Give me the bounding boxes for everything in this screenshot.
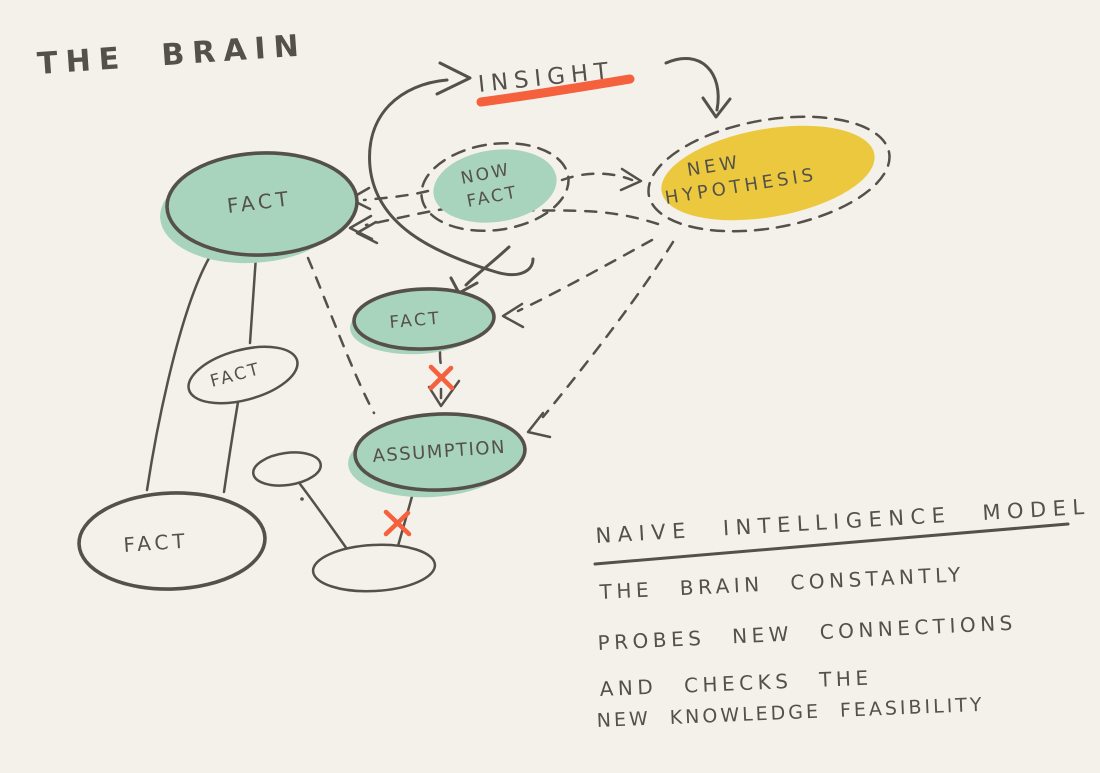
edge-fact-to-factbottom: [145, 251, 214, 492]
rejected-x-icon: [428, 364, 455, 391]
insight-underline: [476, 74, 635, 107]
edge-fact-to-assumption: [306, 256, 376, 415]
edge-factsmall-to-factbottom: [222, 400, 240, 494]
caption-line-2: PROBES NEW CONNECTIONS: [597, 611, 1017, 655]
node-new-hypothesis: NEW HYPOTHESIS: [647, 115, 891, 233]
node-fact-mid: FACT: [350, 287, 496, 355]
edge-loop-to-factmid: [464, 245, 511, 287]
edge-nowfact-to-fact: [362, 189, 430, 202]
edge-hypothesis-to-assumption: [541, 240, 675, 419]
edge-insight-loop: [368, 78, 535, 277]
edge-nowfact-to-hypothesis: [560, 172, 634, 182]
now-fact-dashed-outline: [420, 141, 570, 233]
new-hypothesis-fill: [661, 125, 875, 221]
arrowhead-factmid-right-icon: [501, 302, 525, 329]
node-fact-bottom: FACT: [77, 491, 267, 591]
node-assumption: ASSUMPTION: [348, 412, 527, 498]
fact-bottom-ellipse: [77, 491, 267, 591]
edge-factmid-to-assumption: [438, 350, 443, 400]
fact-bottom-label: FACT: [123, 528, 190, 556]
node-fact-small: FACT: [187, 345, 299, 405]
bottom-empty-ellipse: [311, 543, 437, 593]
caption-line-4: NEW KNOWLEDGE FEASIBILITY: [596, 694, 985, 732]
sketch-dot: [300, 497, 304, 501]
node-ellipse-bottom-empty: [311, 543, 437, 593]
rejected-x2-icon: [383, 509, 412, 537]
caption-line-1: THE BRAIN CONSTANTLY: [598, 562, 965, 604]
fact-mid-ellipse: [352, 287, 496, 351]
new-hypothesis-dashed-outline: [647, 115, 891, 233]
edge-smallellipse-to-bottomellipse: [298, 482, 349, 551]
node-ellipse-small-empty: [252, 451, 322, 487]
assumption-ellipse: [353, 412, 527, 492]
fact-mid-label: FACT: [389, 309, 442, 333]
fact-left-ellipse: [165, 151, 359, 257]
node-fact-left: FACT: [160, 151, 359, 264]
small-empty-ellipse: [252, 451, 322, 487]
arrowhead-insight-icon: [435, 61, 472, 96]
arrowhead-fact-lower-icon: [348, 214, 374, 241]
caption-block: NAIVE INTELLIGENCE MODEL THE BRAIN CONST…: [593, 495, 1091, 732]
fact-small-ellipse: [187, 345, 299, 405]
arrowhead-assumption-icon: [526, 411, 552, 439]
caption-heading-underline: [593, 522, 1070, 566]
caption-heading: NAIVE INTELLIGENCE MODEL: [595, 495, 1091, 548]
page-title: THE BRAIN: [36, 28, 308, 82]
edge-insight-to-hypothesis: [664, 57, 720, 112]
edge-fact-to-factsmall: [248, 254, 258, 345]
now-fact-fill: [433, 149, 557, 223]
arrowhead-hyp-left-icon: [619, 167, 643, 192]
arrowhead-hypothesis-icon: [701, 96, 732, 119]
caption-line-3: AND CHECKS THE: [599, 666, 873, 701]
edge-hypothesis-to-factmid: [516, 238, 654, 313]
node-now-fact: NOW FACT: [420, 141, 570, 233]
arrowhead-fact-lower2-icon: [355, 220, 379, 245]
